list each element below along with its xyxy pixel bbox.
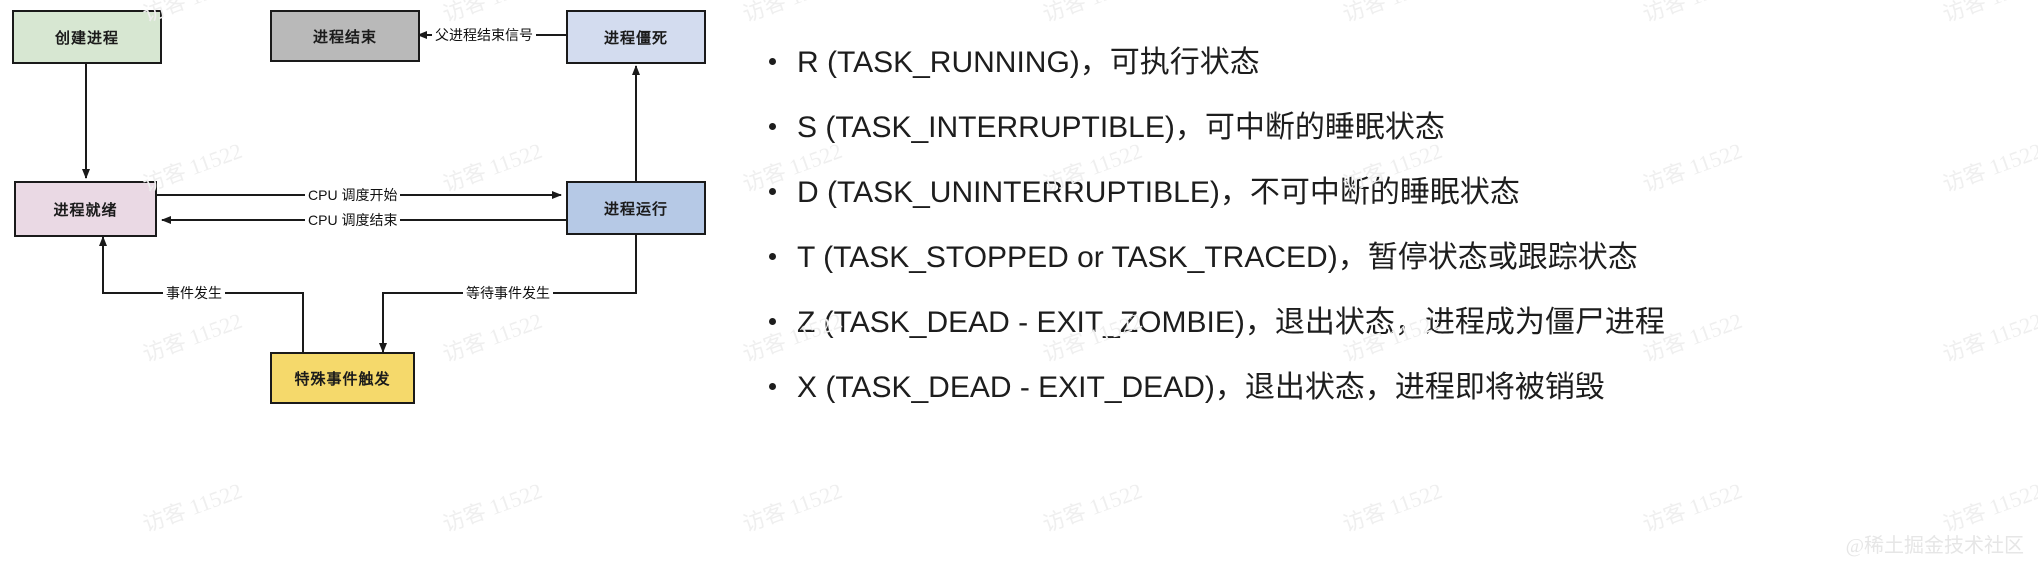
node-process-running-label: 进程运行 (603, 200, 668, 218)
node-special-event-label: 特殊事件触发 (294, 370, 391, 388)
node-create-process-label: 创建进程 (54, 29, 119, 47)
task-state-list: R (TASK_RUNNING)，可执行状态 S (TASK_INTERRUPT… (757, 40, 2027, 430)
node-process-end-label: 进程结束 (312, 28, 377, 46)
node-process-zombie[interactable]: 进程僵死 (566, 10, 706, 64)
watermark-text: 访客 11522 (739, 477, 846, 537)
edge-label-cpu-schedule-end: CPU 调度结束 (305, 212, 401, 228)
edge-label-parent-end-signal: 父进程结束信号 (432, 27, 536, 43)
diagram-connectors (82, 31, 640, 353)
bullet-icon (769, 383, 776, 390)
watermark-text: 访客 11522 (1638, 0, 1746, 29)
watermark-text: 访客 11522 (1038, 0, 1146, 29)
list-item: X (TASK_DEAD - EXIT_DEAD)，退出状态，进程即将被销毁 (757, 365, 2027, 410)
edge-label-cpu-schedule-start: CPU 调度开始 (305, 187, 401, 203)
list-item: D (TASK_UNINTERRUPTIBLE)，不可中断的睡眠状态 (757, 170, 2027, 215)
node-process-zombie-label: 进程僵死 (603, 29, 668, 47)
watermark-text: 访客 11522 (1639, 477, 1746, 537)
node-special-event[interactable]: 特殊事件触发 (270, 352, 415, 404)
watermark-text: 访客 11522 (1338, 0, 1446, 29)
list-item-text: S (TASK_INTERRUPTIBLE)，可中断的睡眠状态 (797, 111, 1445, 144)
bullet-icon (769, 123, 776, 130)
watermark-text: 访客 11522 (1938, 0, 2038, 29)
watermark-text: 访客 11522 (738, 0, 846, 29)
list-item: T (TASK_STOPPED or TASK_TRACED)，暂停状态或跟踪状… (757, 235, 2027, 280)
node-process-ready[interactable]: 进程就绪 (14, 181, 157, 237)
list-item: Z (TASK_DEAD - EXIT_ZOMBIE)，退出状态，进程成为僵尸进… (757, 300, 2027, 345)
list-item: R (TASK_RUNNING)，可执行状态 (757, 40, 2027, 85)
list-item-text: R (TASK_RUNNING)，可执行状态 (797, 46, 1260, 79)
bullet-icon (769, 188, 776, 195)
edge-label-event-happened: 事件发生 (163, 285, 225, 301)
list-item-text: Z (TASK_DEAD - EXIT_ZOMBIE)，退出状态，进程成为僵尸进… (797, 306, 1665, 339)
watermark-text: 访客 11522 (1339, 477, 1446, 537)
watermark-text: 访客 11522 (1039, 477, 1146, 537)
bullet-icon (769, 318, 776, 325)
watermark-text: 访客 11522 (1939, 477, 2038, 537)
bullet-icon (769, 58, 776, 65)
node-process-running[interactable]: 进程运行 (566, 181, 706, 235)
list-item: S (TASK_INTERRUPTIBLE)，可中断的睡眠状态 (757, 105, 2027, 150)
list-item-text: D (TASK_UNINTERRUPTIBLE)，不可中断的睡眠状态 (797, 176, 1520, 209)
node-process-ready-label: 进程就绪 (53, 201, 118, 219)
list-item-text: X (TASK_DEAD - EXIT_DEAD)，退出状态，进程即将被销毁 (797, 371, 1605, 404)
edge-label-wait-for-event: 等待事件发生 (463, 285, 553, 301)
list-item-text: T (TASK_STOPPED or TASK_TRACED)，暂停状态或跟踪状… (797, 241, 1638, 274)
node-create-process[interactable]: 创建进程 (12, 10, 162, 64)
node-process-end[interactable]: 进程结束 (270, 10, 420, 62)
process-state-diagram: 创建进程 进程结束 进程僵死 进程就绪 进程运行 特殊事件触发 父进程结束信号 … (0, 0, 740, 564)
brand-watermark: @稀土掘金技术社区 (1845, 535, 2024, 557)
bullet-icon (769, 253, 776, 260)
